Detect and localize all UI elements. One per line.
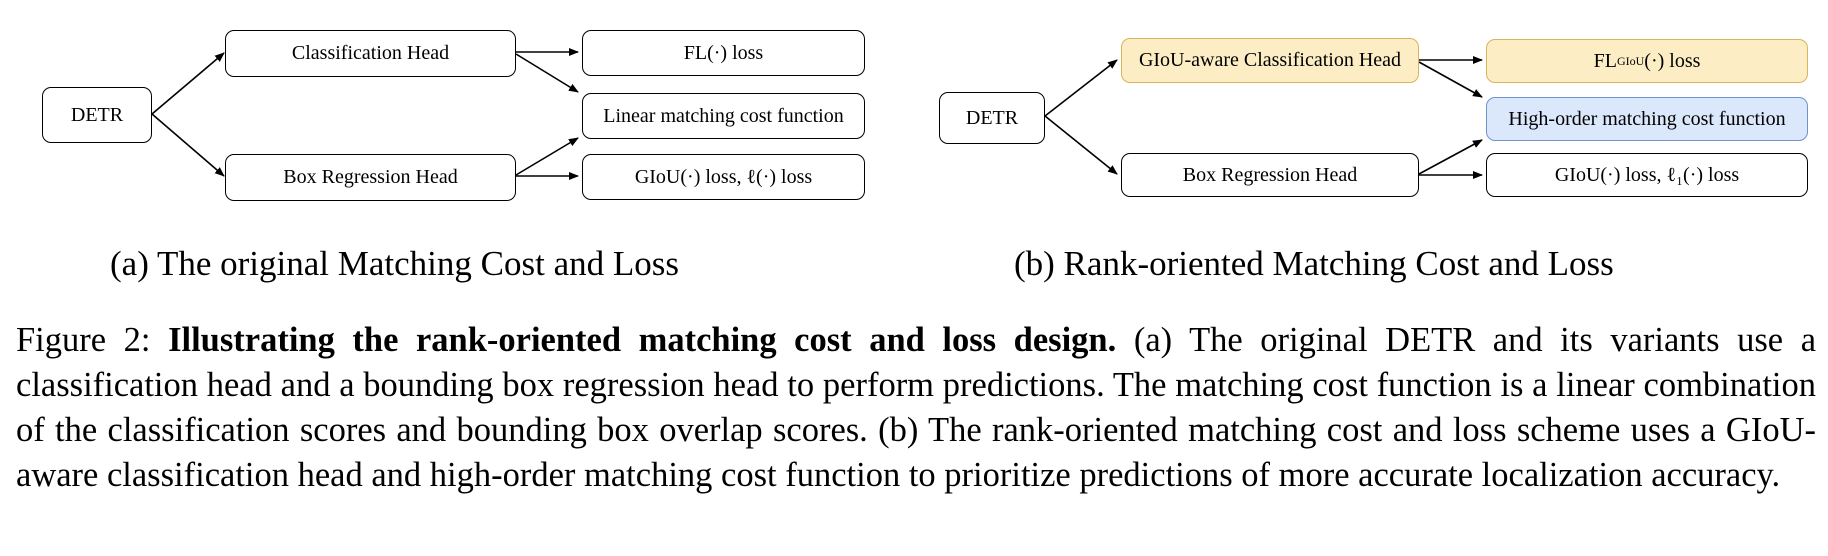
arrow-detr-to-cls-b bbox=[1044, 59, 1118, 117]
detr-node-a: DETR bbox=[42, 87, 152, 143]
caption-label: Figure 2: bbox=[16, 321, 151, 359]
arrow-detr-to-box-b bbox=[1044, 115, 1118, 175]
arrows bbox=[151, 48, 1483, 180]
giou-aware-classification-head-node-b: GIoU-aware Classification Head bbox=[1121, 38, 1419, 83]
box-regression-head-node-a: Box Regression Head bbox=[225, 154, 516, 201]
caption-body: (a) The original DETR and its variants u… bbox=[16, 321, 1817, 494]
linear-cost-function-node-a: Linear matching cost function bbox=[582, 93, 865, 139]
arrow-detr-to-box-a bbox=[151, 113, 225, 177]
giou-loss-node-b: GIoU(·) loss, ℓ₁(·) loss bbox=[1486, 153, 1808, 197]
arrow-cls-to-cost-b bbox=[1418, 61, 1483, 98]
fl-prefix: FL bbox=[1593, 49, 1617, 72]
detr-node-b: DETR bbox=[939, 92, 1045, 144]
classification-head-node-a: Classification Head bbox=[225, 30, 516, 77]
arrow-detr-to-cls-a bbox=[151, 52, 225, 115]
fl-loss-node-a: FL(·) loss bbox=[582, 30, 865, 76]
arrow-box-to-cost-a bbox=[515, 137, 579, 176]
subcaption-b: (b) Rank-oriented Matching Cost and Loss bbox=[1014, 244, 1614, 283]
fl-suffix: (·) loss bbox=[1644, 49, 1701, 72]
arrow-cls-to-cost-a bbox=[515, 53, 579, 93]
arrow-box-to-cost-b bbox=[1418, 139, 1483, 175]
caption-bold-title: Illustrating the rank-oriented matching … bbox=[168, 321, 1117, 359]
giou-superscript: GIoU bbox=[1616, 53, 1645, 68]
subcaption-a: (a) The original Matching Cost and Loss bbox=[110, 244, 679, 283]
figure: DETR Classification Head Box Regression … bbox=[42, 30, 1808, 283]
giou-loss-node-a: GIoU(·) loss, ℓ(·) loss bbox=[582, 154, 865, 200]
figure-caption: Figure 2: Illustrating the rank-oriented… bbox=[16, 318, 1816, 498]
high-order-cost-function-node-b: High-order matching cost function bbox=[1486, 97, 1808, 141]
box-regression-head-node-b: Box Regression Head bbox=[1121, 153, 1419, 197]
